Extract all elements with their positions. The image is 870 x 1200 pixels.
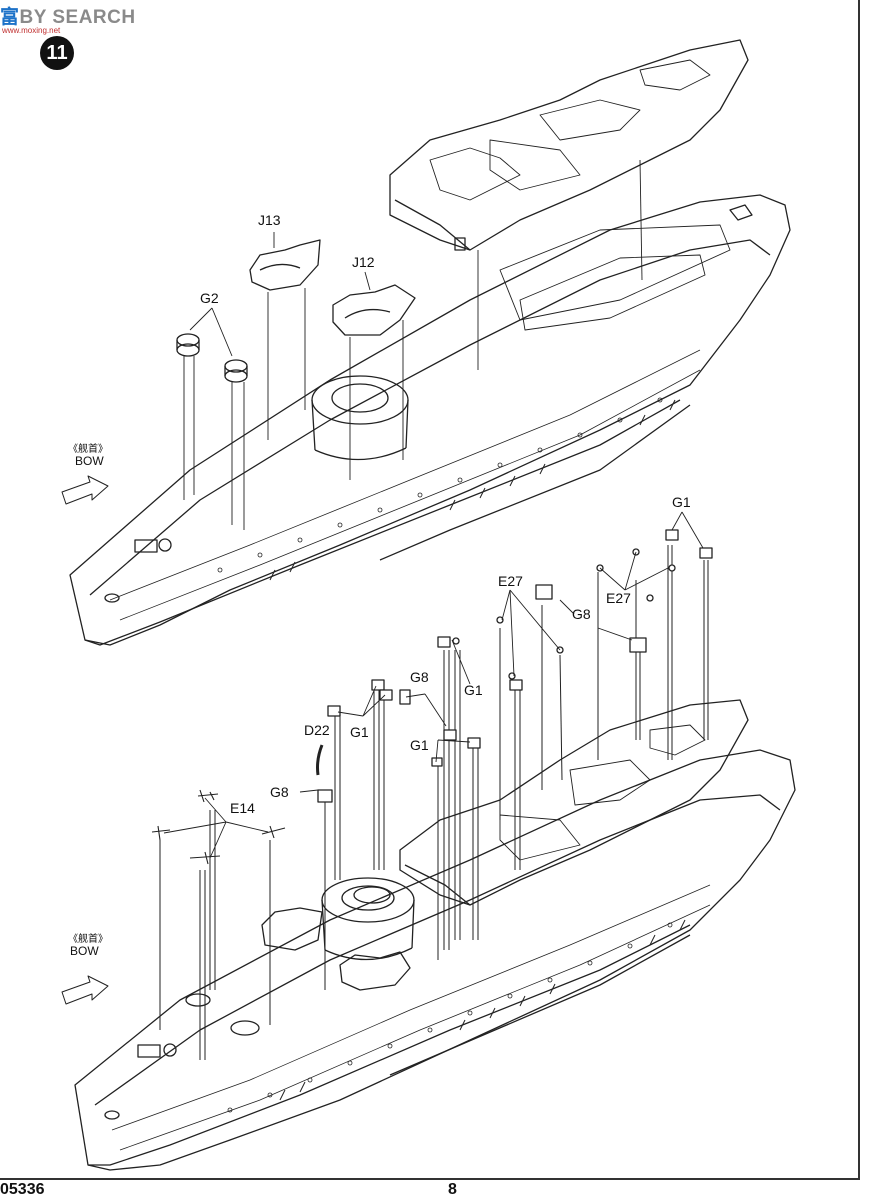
label-g1-d: G1 (410, 737, 429, 753)
label-bow-chinese-bottom: 《舰首》 (68, 934, 108, 945)
label-bow-chinese-top: 《舰首》 (68, 444, 108, 455)
label-bow-bottom: BOW (70, 944, 99, 958)
label-e14: E14 (230, 800, 255, 816)
page-frame-right (858, 0, 860, 1178)
watermark-url: www.moxing.net (2, 26, 61, 35)
watermark-logo: 富BY SEARCH (0, 7, 136, 28)
label-e27-a: E27 (498, 573, 523, 589)
label-j12: J12 (352, 254, 375, 270)
part-g2 (176, 333, 248, 383)
page-number: 8 (448, 1181, 457, 1198)
label-g8-c: G8 (270, 784, 289, 800)
label-g1-b: G1 (464, 682, 483, 698)
label-g2: G2 (200, 290, 219, 306)
product-code: 05336 (0, 1181, 45, 1198)
label-bow-top: BOW (75, 454, 104, 468)
label-g8-a: G8 (572, 606, 591, 622)
lower-hull (74, 749, 796, 1171)
lower-superstructure (353, 699, 749, 906)
label-g8-b: G8 (410, 669, 429, 685)
part-j13 (249, 239, 321, 291)
page-frame-bottom (0, 1178, 860, 1180)
upper-superstructure (389, 39, 749, 251)
part-j12 (332, 284, 416, 336)
upper-hull (69, 194, 791, 646)
label-e27-b: E27 (606, 590, 631, 606)
label-j13: J13 (258, 212, 281, 228)
step-number-badge: 11 (40, 36, 74, 70)
label-g1-a: G1 (672, 494, 691, 510)
label-d22: D22 (304, 722, 330, 738)
label-g1-c: G1 (350, 724, 369, 740)
